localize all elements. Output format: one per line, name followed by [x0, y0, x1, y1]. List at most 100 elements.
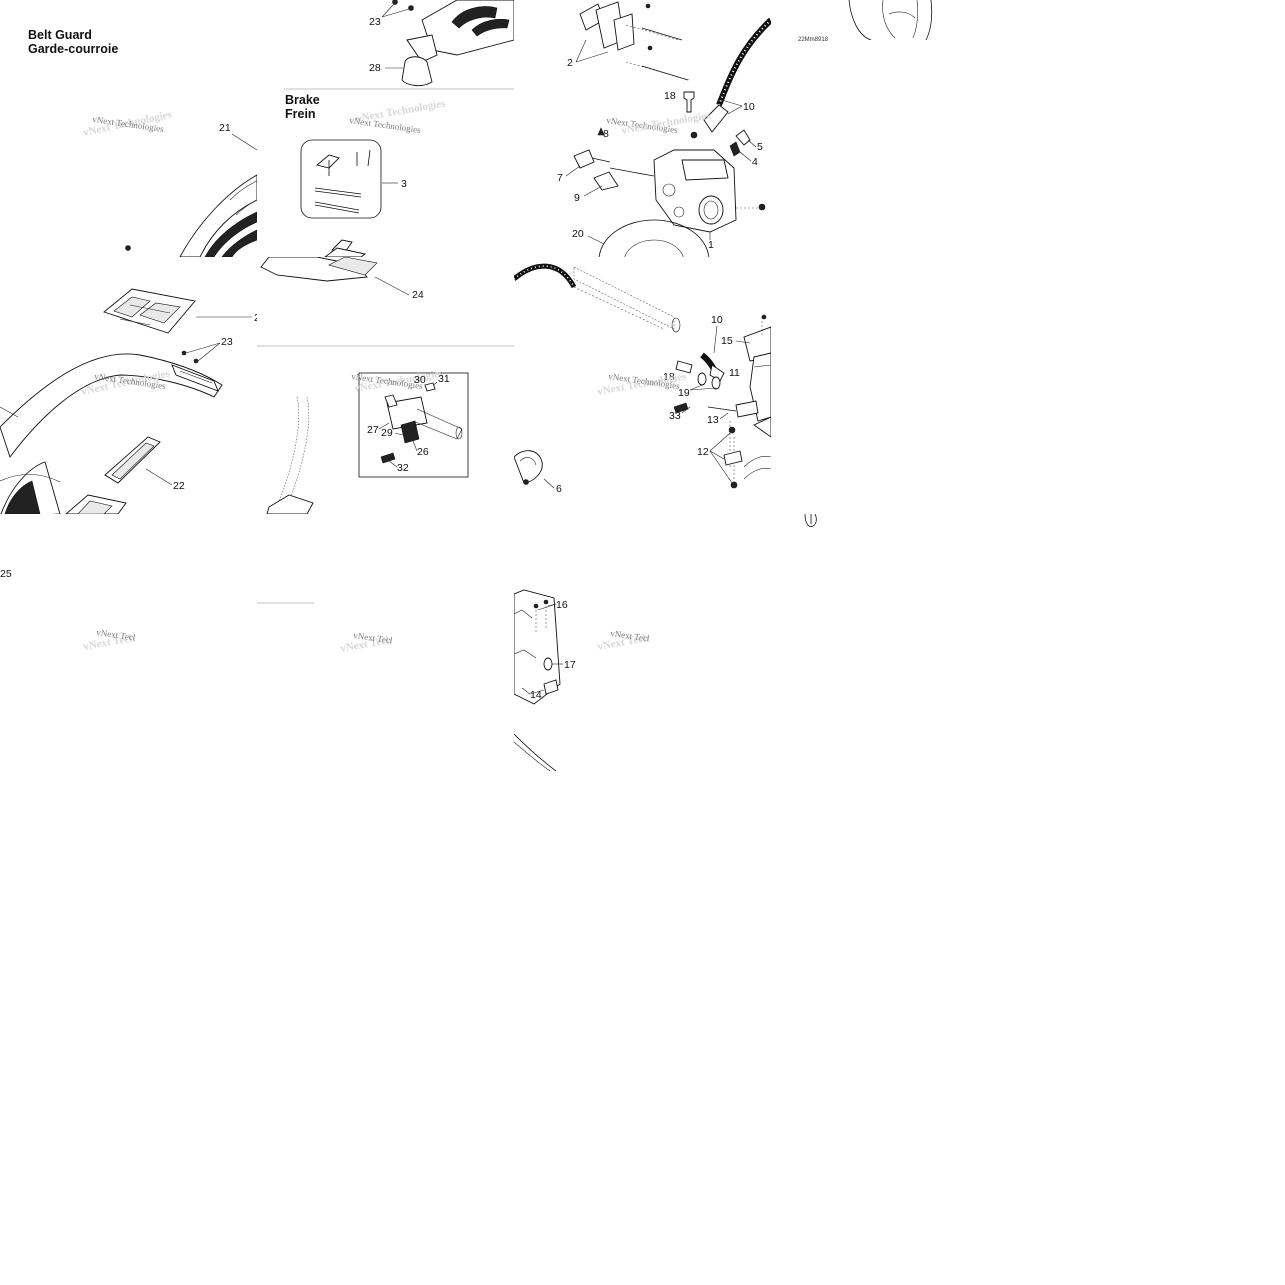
label-23: 23	[221, 336, 233, 348]
arrow-decal	[104, 436, 161, 484]
pad-pin	[609, 167, 655, 177]
label-14: 14	[530, 689, 542, 701]
belt-guard-title-en: Belt Guard	[28, 28, 92, 42]
lever-curve	[514, 733, 557, 771]
hose-cover	[573, 266, 675, 330]
label-4: 4	[752, 156, 758, 168]
lever-mount	[266, 494, 314, 514]
pin-1	[641, 27, 683, 41]
label-7: 7	[557, 172, 563, 184]
label-29: 29	[381, 427, 393, 439]
brake-title: Brake Frein	[285, 93, 320, 121]
banjo-bolt-lower	[675, 360, 693, 374]
lower-bracket	[514, 589, 561, 705]
mount-bolt	[728, 426, 736, 434]
label-10-lower: 10	[711, 314, 723, 326]
switch-box	[358, 372, 469, 478]
label-22: 22	[173, 480, 185, 492]
kit-box	[300, 139, 382, 219]
label-28: 28	[369, 62, 381, 74]
pushrod	[707, 406, 737, 412]
label-5: 5	[757, 141, 763, 153]
label-30: 30	[414, 374, 426, 386]
label-2: 2	[567, 57, 573, 69]
belt-guard-title-fr: Garde-courroie	[28, 42, 119, 56]
label-24: 24	[412, 289, 424, 301]
caliper-body	[653, 131, 737, 233]
label-32: 32	[397, 462, 409, 474]
washer-lower	[543, 657, 553, 671]
banjo-bolt	[683, 91, 695, 113]
bleeder-bolt	[573, 149, 595, 169]
belt-guard-fins	[179, 174, 257, 257]
brake-hose-upper	[514, 263, 577, 289]
bleeder-screw	[729, 141, 741, 157]
washer-1	[697, 372, 707, 386]
decal-plate	[103, 288, 196, 334]
disc-fragment-drawing: 22Mm8918	[848, 0, 933, 40]
brake-lever-drawing: 24 vNext Technologies vNext Technologies…	[257, 257, 514, 514]
label-6: 6	[556, 483, 562, 495]
label-26: 26	[417, 446, 429, 458]
hook-part	[804, 513, 817, 527]
tile-belt-guard-top: Belt Guard Garde-courroie vNext Technolo…	[0, 0, 257, 257]
belt-guard-top-drawing: vNext Technologies vNext Technologies 21	[82, 108, 257, 257]
label-10: 10	[743, 101, 755, 113]
drawing-code-label: 22Mm8918	[798, 37, 829, 43]
brake-title-fr: Frein	[285, 107, 316, 121]
switch-screw	[380, 452, 396, 464]
kit-parts	[314, 149, 371, 214]
pin-2	[641, 65, 689, 81]
washer-2	[711, 376, 721, 390]
tile-brake-caliper: 2 10 18 vNext Technologies vNext Technol…	[514, 0, 771, 257]
tile-watermark-clip-3	[649, 600, 779, 680]
tile-brake-kit: Brake Frein 23 28 vNext Technologies vNe…	[257, 0, 514, 257]
tile-brake-lever: 24 vNext Technologies vNext Technologies…	[257, 257, 514, 514]
decal-parts	[324, 239, 367, 257]
label-12: 12	[697, 446, 709, 458]
label-9: 9	[574, 192, 580, 204]
handlebar-outline	[276, 396, 300, 508]
tile-watermark-clip-2	[392, 600, 522, 680]
label-17: 17	[564, 659, 576, 671]
label-23-top: 23	[369, 16, 381, 28]
clamp	[514, 450, 543, 484]
label-18-lower: 18	[663, 371, 675, 383]
label-20: 20	[572, 228, 584, 240]
bleeder-cap	[735, 129, 751, 146]
belt-guard-bottom-drawing: 24 23 vNext Technologies vNext Technolog…	[0, 288, 257, 514]
tile-disc-fragment: 22Mm8918	[771, 0, 1028, 40]
mount-bracket	[723, 450, 743, 466]
tile-belt-guard-bottom: 24 23 vNext Technologies vNext Technolog…	[0, 257, 257, 514]
fragment-right-drawing	[804, 513, 817, 527]
clip	[673, 402, 689, 414]
label-18: 18	[664, 90, 676, 102]
brake-title-en: Brake	[285, 93, 320, 107]
belt-guard-body	[0, 353, 223, 514]
brake-kit-drawing: 23 28 vNext Technologies vNext Technolog…	[284, 0, 514, 257]
screw-head	[125, 245, 131, 251]
label-3: 3	[401, 178, 407, 190]
master-cylinder-body	[735, 314, 771, 480]
switch-cap	[424, 382, 436, 392]
belt-guard-title: Belt Guard Garde-courroie	[28, 28, 118, 56]
label-16: 16	[556, 599, 568, 611]
label-1: 1	[708, 239, 714, 251]
tile-fragment-center-bottom: vNext Technologies vNext Technologies	[257, 514, 514, 674]
label-24-edge: 24	[254, 312, 257, 324]
hose-fitting	[703, 104, 729, 133]
leader-21	[231, 133, 257, 151]
brake-disc	[598, 219, 710, 257]
throttle-grip	[384, 394, 463, 444]
tile-fragment-right	[771, 500, 831, 540]
tile-master-cylinder: 10 18 19 11 vNext Technologies vNext Tec…	[514, 257, 771, 514]
master-cylinder-drawing: 10 18 19 11 vNext Technologies vNext Tec…	[514, 263, 771, 495]
pad-spring	[593, 171, 619, 191]
label-11: 11	[729, 367, 740, 379]
label-15: 15	[721, 335, 733, 347]
label-21: 21	[219, 122, 231, 134]
tile-watermark-clip-1	[135, 600, 265, 680]
brake-pads	[579, 1, 635, 51]
label-31: 31	[438, 373, 450, 385]
